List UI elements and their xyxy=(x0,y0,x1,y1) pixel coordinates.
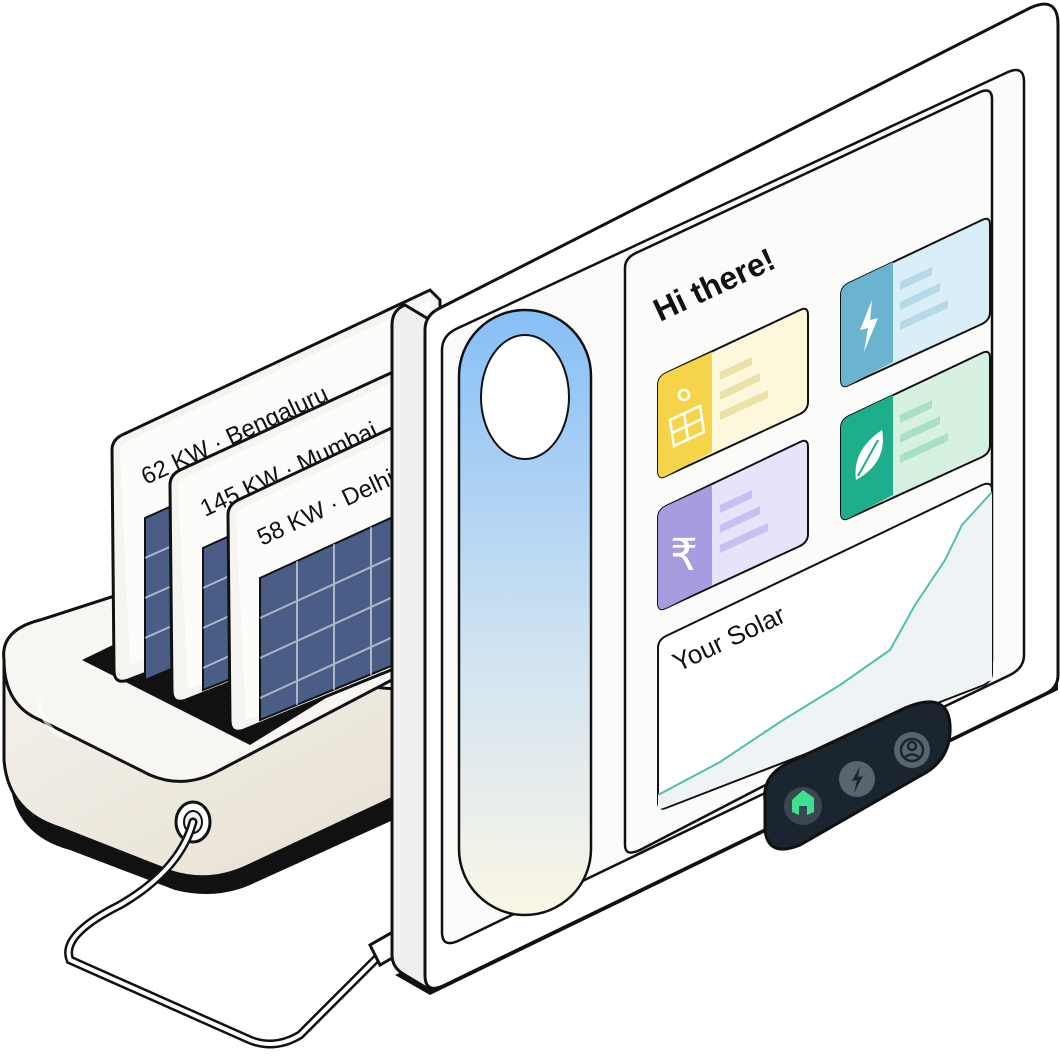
nav-energy[interactable] xyxy=(839,761,875,797)
avatar-circle[interactable] xyxy=(480,334,570,460)
tile-savings[interactable]: ₹ xyxy=(657,439,809,611)
tile-eco[interactable] xyxy=(840,350,991,521)
tile-solar[interactable] xyxy=(657,307,809,479)
chart-line xyxy=(658,491,992,796)
leaf-icon xyxy=(855,430,883,480)
tile-energy[interactable] xyxy=(840,217,991,388)
rupee-icon: ₹ xyxy=(670,530,698,581)
tile-bars xyxy=(720,490,768,553)
user-icon xyxy=(899,737,925,763)
bottom-nav xyxy=(763,700,952,851)
sidebar-pill xyxy=(457,308,593,917)
panel-card-delhi[interactable]: 58 KW · Delhi xyxy=(226,408,442,733)
lightning-icon xyxy=(852,766,863,793)
tile-bars xyxy=(720,357,768,420)
home-icon xyxy=(792,790,814,815)
nav-home[interactable] xyxy=(784,787,822,825)
tile-bars xyxy=(900,400,948,463)
solar-panel-icon xyxy=(668,388,706,448)
lightning-icon xyxy=(860,300,878,352)
nav-profile[interactable] xyxy=(894,732,930,768)
tile-bars xyxy=(900,267,948,330)
